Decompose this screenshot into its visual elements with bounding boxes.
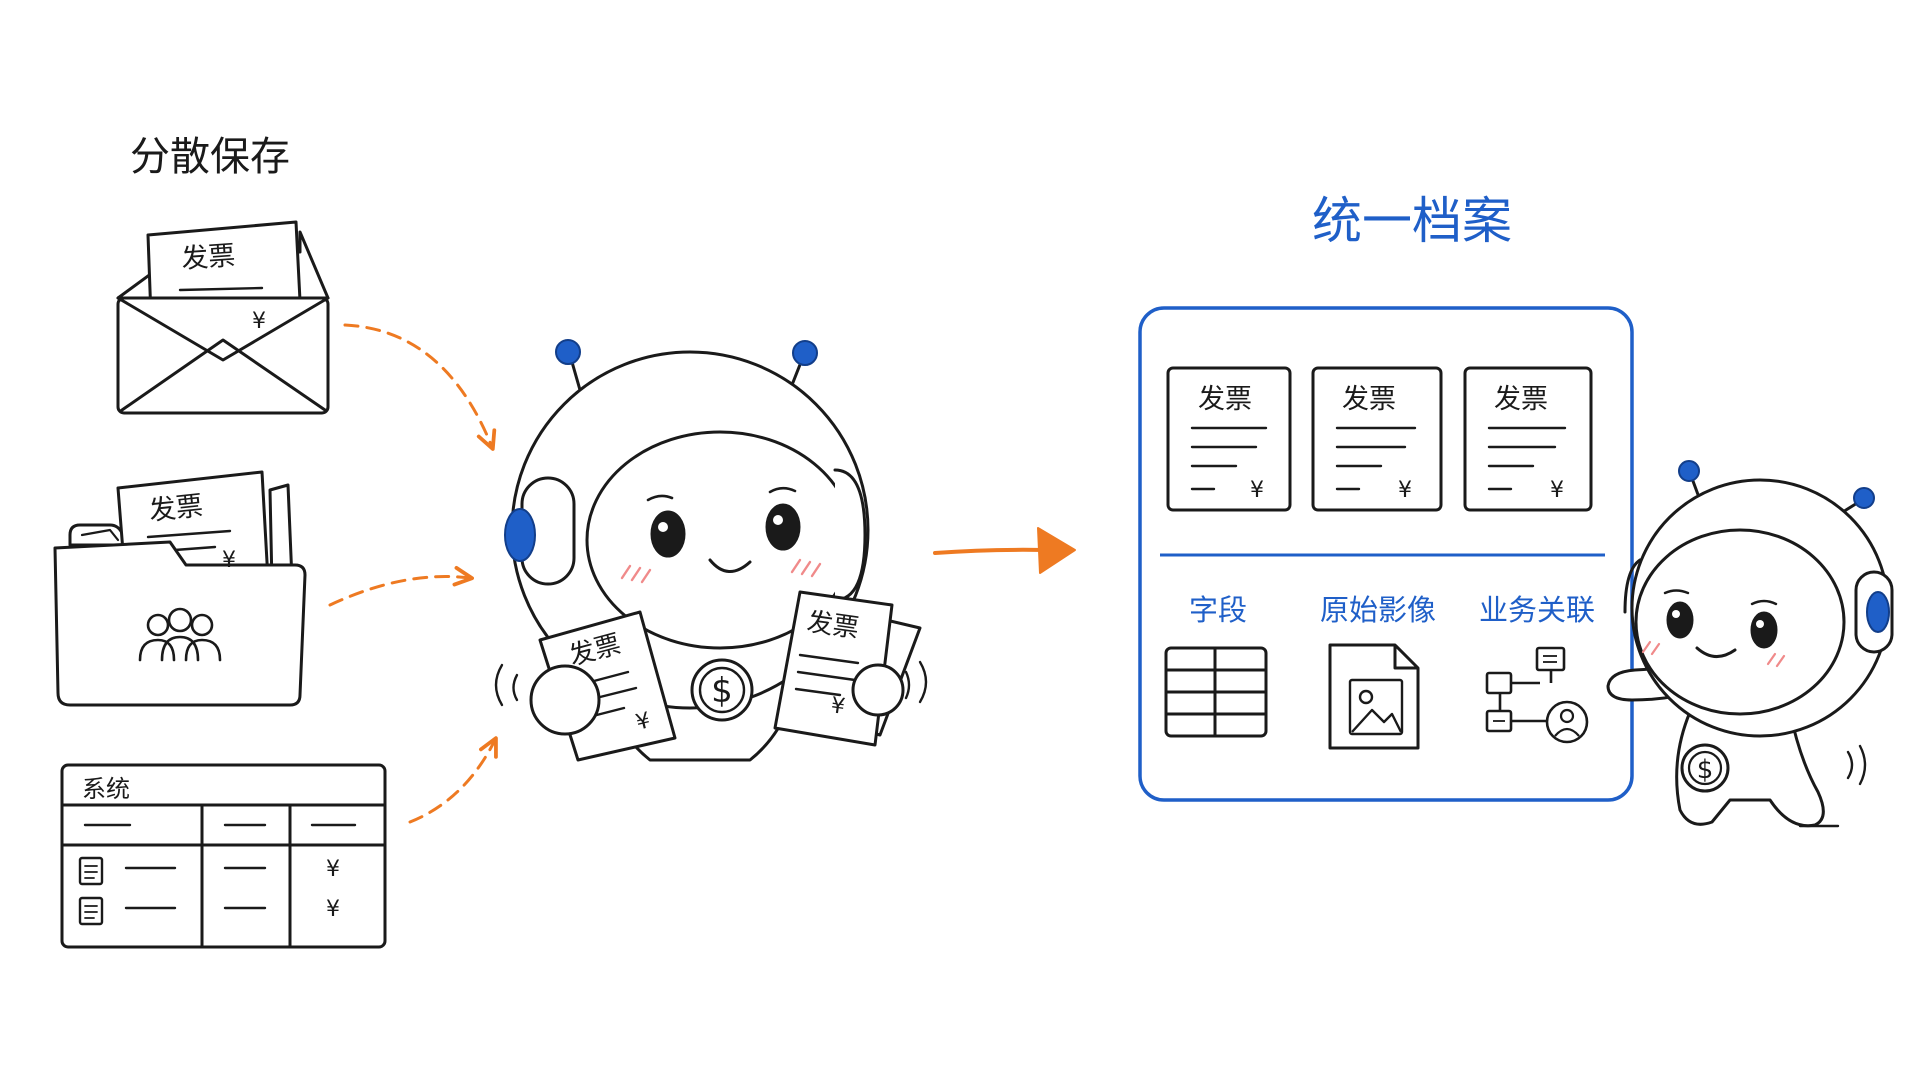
dashed-arrow-system xyxy=(408,736,498,824)
archive-invoice-currency: ¥ xyxy=(1398,478,1412,503)
table-icon xyxy=(1164,646,1268,738)
folder-icon xyxy=(53,470,307,707)
feature-label-original-image: 原始影像 xyxy=(1320,593,1436,627)
robot-eye xyxy=(650,510,686,558)
antenna-tip xyxy=(555,339,581,365)
envelope-icon xyxy=(116,220,330,415)
archive-invoice-currency: ¥ xyxy=(1250,478,1264,503)
robot-right-invoice-label: 发票 xyxy=(805,607,861,644)
archive-invoice-label: 发票 xyxy=(1494,384,1548,415)
robot-character xyxy=(494,339,928,762)
blush xyxy=(620,558,822,584)
folder-invoice-currency: ¥ xyxy=(222,548,236,573)
scattered-storage-title: 分散保存 xyxy=(130,134,290,180)
relation-icon xyxy=(1485,646,1589,744)
side-robot-eye xyxy=(1666,601,1694,639)
archive-invoice-label: 发票 xyxy=(1198,384,1252,415)
side-robot-badge-symbol: $ xyxy=(1697,755,1714,785)
system-table-title: 系统 xyxy=(82,775,130,803)
side-antenna-tip xyxy=(1678,460,1700,482)
side-ear-light xyxy=(1866,591,1890,633)
robot-eye xyxy=(765,503,801,551)
side-robot-eye xyxy=(1750,611,1778,649)
robot-right-invoice-currency: ¥ xyxy=(829,693,846,720)
unified-archive-title: 统一档案 xyxy=(1312,192,1512,250)
archive-invoice-currency: ¥ xyxy=(1550,478,1564,503)
dashed-arrows xyxy=(328,323,498,824)
envelope-invoice-currency: ¥ xyxy=(252,309,266,334)
dashed-arrow-envelope xyxy=(343,323,497,451)
archive-invoice-card xyxy=(1463,366,1593,512)
feature-label-fields: 字段 xyxy=(1189,593,1247,627)
side-blush xyxy=(1641,640,1786,668)
system-row-currency: ¥ xyxy=(326,857,340,882)
system-row-currency: ¥ xyxy=(326,897,340,922)
side-robot-character xyxy=(1606,460,1894,828)
side-antenna-tip xyxy=(1853,487,1875,509)
archive-invoice-card xyxy=(1166,366,1292,512)
archive-invoice-card xyxy=(1311,366,1443,512)
dashed-arrow-folder xyxy=(328,565,474,607)
antenna-tip xyxy=(792,340,818,366)
folder-invoice-label: 发票 xyxy=(147,490,204,526)
system-row xyxy=(78,856,267,886)
robot-left-invoice-currency: ¥ xyxy=(633,708,653,736)
solid-arrow xyxy=(933,527,1076,574)
envelope-invoice-label: 发票 xyxy=(180,240,236,275)
system-table xyxy=(60,763,387,949)
robot-smile xyxy=(708,558,752,573)
ear-light xyxy=(504,508,536,562)
image-icon xyxy=(1328,643,1420,750)
archive-invoice-label: 发票 xyxy=(1342,384,1396,415)
system-row xyxy=(78,896,267,926)
feature-label-business-relation: 业务关联 xyxy=(1479,593,1595,627)
robot-badge-symbol: $ xyxy=(711,671,733,711)
side-robot-smile xyxy=(1695,646,1737,658)
